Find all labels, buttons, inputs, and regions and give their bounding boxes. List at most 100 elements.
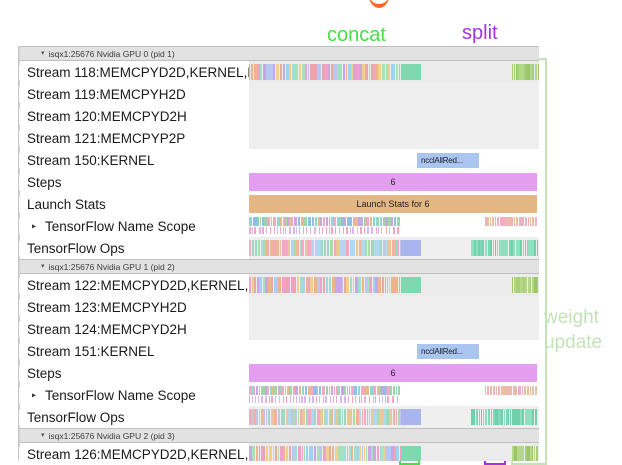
trace-row-track[interactable] [249, 443, 539, 461]
timeline-bars-weight-update [471, 240, 538, 256]
trace-row-track[interactable] [249, 61, 539, 83]
steps-bar[interactable]: 6 [249, 173, 537, 191]
annotation-label-split: split [462, 22, 498, 44]
trace-row-label: TensorFlow Ops [19, 409, 249, 425]
trace-row-label: Stream 119:MEMCPYH2D [19, 86, 249, 102]
annotation-label-concat: concat [327, 24, 386, 46]
trace-row[interactable]: Stream 118:MEMCPYD2D,KERNEL,ME [19, 61, 539, 83]
trace-row-track[interactable]: Launch Stats for 6 [249, 193, 539, 215]
trace-row-label-text: Stream 123:MEMCPYH2D [27, 299, 187, 315]
timeline-bars-concat [401, 240, 423, 256]
trace-row-label-text: Stream 122:MEMCPYD2D,KERNEL,MI [27, 277, 249, 293]
trace-row[interactable]: Steps 6 [19, 171, 539, 193]
trace-row-label: ▸ TensorFlow Name Scope [19, 387, 249, 403]
timeline-bars [249, 446, 401, 461]
trace-row-track[interactable] [249, 105, 539, 127]
trace-row[interactable]: Stream 150:KERNEL ncclAllRed... [19, 149, 539, 171]
trace-row-label-text: Stream 121:MEMCPYP2P [27, 130, 186, 146]
trace-row[interactable]: Stream 124:MEMCPYD2H [19, 318, 539, 340]
trace-row[interactable]: Steps 6 [19, 362, 539, 384]
chevron-right-icon[interactable]: ▸ [32, 390, 37, 400]
trace-row-label-text: Stream 151:KERNEL [27, 343, 155, 359]
trace-row[interactable]: Stream 151:KERNEL ncclAllRed... [19, 340, 539, 362]
trace-row[interactable]: Stream 121:MEMCPYP2P [19, 127, 539, 149]
launch-stats-bar[interactable]: Launch Stats for 6 [249, 195, 537, 213]
trace-row[interactable]: Stream 123:MEMCPYH2D [19, 296, 539, 318]
trace-row[interactable]: TensorFlow Ops [19, 237, 539, 259]
annotation-weight-update-line1: weight [544, 307, 599, 328]
trace-row-track[interactable] [249, 274, 539, 296]
name-scope-bars [249, 386, 401, 395]
trace-row-track[interactable]: ncclAllRed... [249, 340, 539, 362]
trace-row-track[interactable] [249, 384, 539, 406]
trace-group-header[interactable]: ▾isqx1:25676 Nvidia GPU 0 (pid 1) [19, 46, 539, 61]
trace-row-label: ▸ TensorFlow Name Scope [19, 218, 249, 234]
timeline-bars-concat [401, 277, 430, 293]
trace-row-label-text: Stream 119:MEMCPYH2D [27, 86, 186, 102]
trace-row-track[interactable] [249, 296, 539, 318]
timeline-bars-weight-update [512, 277, 538, 293]
trace-row-track[interactable] [249, 406, 539, 428]
trace-group-title: isqx1:25676 Nvidia GPU 2 (pid 3) [48, 430, 175, 441]
trace-row-label: Steps [19, 365, 249, 381]
trace-row[interactable]: Stream 126:MEMCPYD2D,KERNEL,MI [19, 443, 539, 461]
trace-row[interactable]: ▸ TensorFlow Name Scope [19, 384, 539, 406]
trace-row-track[interactable] [249, 215, 539, 237]
timeline-bars [249, 240, 401, 256]
trace-row-label-text: Steps [27, 365, 62, 381]
trace-row-label-text: Stream 120:MEMCPYD2H [27, 108, 187, 124]
trace-row-label-text: Stream 118:MEMCPYD2D,KERNEL,ME [27, 64, 249, 80]
trace-row-track[interactable] [249, 318, 539, 340]
chevron-down-icon[interactable]: ▾ [41, 263, 45, 270]
trace-row-label: Stream 124:MEMCPYD2H [19, 321, 249, 337]
trace-group-title: isqx1:25676 Nvidia GPU 0 (pid 1) [48, 48, 175, 59]
trace-row-label: TensorFlow Ops [19, 240, 249, 256]
trace-row-label: Stream 150:KERNEL [19, 152, 249, 168]
annotation-label-weight-update: weight update [544, 305, 602, 355]
orange-arc-annotation [368, 0, 390, 8]
timeline-bars-concat [401, 64, 430, 80]
trace-row-label-text: TensorFlow Name Scope [45, 218, 196, 234]
chevron-right-icon[interactable]: ▸ [32, 221, 37, 231]
trace-row-track[interactable] [249, 127, 539, 149]
timeline-bars [249, 64, 401, 80]
steps-bar[interactable]: 6 [249, 364, 537, 382]
trace-row-label: Stream 121:MEMCPYP2P [19, 130, 249, 146]
trace-viewer-panel[interactable]: ▾isqx1:25676 Nvidia GPU 0 (pid 1)Stream … [18, 46, 539, 461]
name-scope-bars-tail [485, 386, 538, 395]
trace-row-track[interactable]: 6 [249, 171, 539, 193]
timeline-bars-concat [401, 409, 423, 425]
trace-row[interactable]: Stream 120:MEMCPYD2H [19, 105, 539, 127]
trace-row-track[interactable] [249, 237, 539, 259]
trace-row-label-text: Stream 126:MEMCPYD2D,KERNEL,MI [27, 446, 249, 462]
chevron-down-icon[interactable]: ▾ [41, 432, 45, 439]
trace-row-label-text: TensorFlow Ops [27, 409, 125, 425]
trace-row[interactable]: TensorFlow Ops [19, 406, 539, 428]
timeline-bars [249, 277, 401, 293]
trace-row-label-text: TensorFlow Ops [27, 240, 125, 256]
trace-row-label: Stream 123:MEMCPYH2D [19, 299, 249, 315]
name-scope-bars-tail [485, 217, 538, 226]
annotation-weight-update-line2: update [544, 332, 603, 353]
trace-group-header[interactable]: ▾isqx1:25676 Nvidia GPU 2 (pid 3) [19, 428, 539, 443]
trace-group-title: isqx1:25676 Nvidia GPU 1 (pid 2) [48, 261, 175, 272]
name-scope-bars [249, 217, 401, 226]
trace-row[interactable]: ▸ TensorFlow Name Scope [19, 215, 539, 237]
nccl-all-reduce-bar[interactable]: ncclAllRed... [417, 344, 479, 359]
timeline-bars-concat [401, 446, 430, 461]
chevron-down-icon[interactable]: ▾ [41, 50, 45, 57]
trace-row-track[interactable] [249, 83, 539, 105]
trace-row[interactable]: Stream 119:MEMCPYH2D [19, 83, 539, 105]
trace-row-label-text: Steps [27, 174, 62, 190]
trace-group-header[interactable]: ▾isqx1:25676 Nvidia GPU 1 (pid 2) [19, 259, 539, 274]
trace-row-label: Stream 126:MEMCPYD2D,KERNEL,MI [19, 446, 249, 462]
timeline-bars-weight-update [512, 446, 538, 461]
trace-row[interactable]: Stream 122:MEMCPYD2D,KERNEL,MI [19, 274, 539, 296]
trace-row-label-text: Stream 124:MEMCPYD2H [27, 321, 187, 337]
trace-row-track[interactable]: 6 [249, 362, 539, 384]
nccl-all-reduce-bar[interactable]: ncclAllRed... [417, 153, 479, 168]
trace-row-track[interactable]: ncclAllRed... [249, 149, 539, 171]
trace-row-label-text: TensorFlow Name Scope [45, 387, 196, 403]
timeline-bars [249, 409, 401, 425]
